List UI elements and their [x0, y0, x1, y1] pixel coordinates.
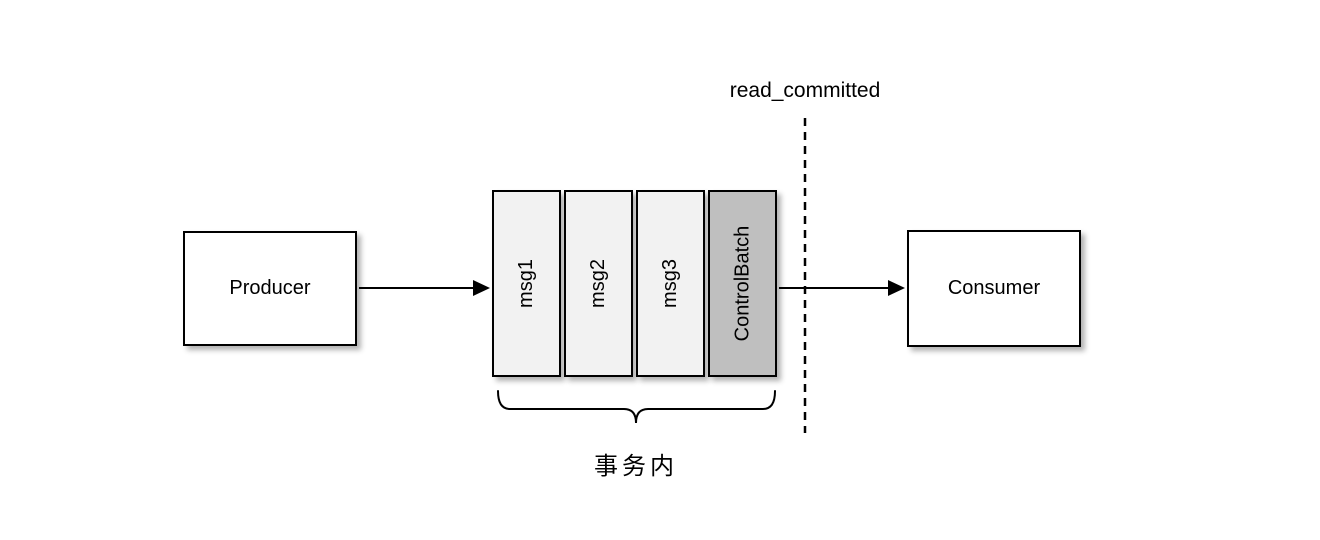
msg1-label: msg1	[515, 259, 537, 308]
producer-to-log-arrow	[359, 280, 490, 296]
msg2-label: msg2	[587, 259, 609, 308]
producer-node: Producer	[183, 231, 357, 346]
consumer-node: Consumer	[907, 230, 1081, 347]
read-committed-label: read_committed	[729, 79, 881, 102]
message-node-controlbatch: ControlBatch	[708, 190, 777, 377]
producer-label: Producer	[229, 277, 311, 299]
message-node-msg2: msg2	[564, 190, 633, 377]
message-node-msg3: msg3	[636, 190, 705, 377]
msg3-label: msg3	[659, 259, 681, 308]
log-to-consumer-arrow	[779, 280, 905, 296]
message-node-msg1: msg1	[492, 190, 561, 377]
consumer-label: Consumer	[947, 277, 1041, 299]
controlbatch-label: ControlBatch	[731, 225, 753, 342]
transaction-brace-label: 事务内	[594, 452, 678, 480]
transaction-brace	[497, 390, 776, 424]
